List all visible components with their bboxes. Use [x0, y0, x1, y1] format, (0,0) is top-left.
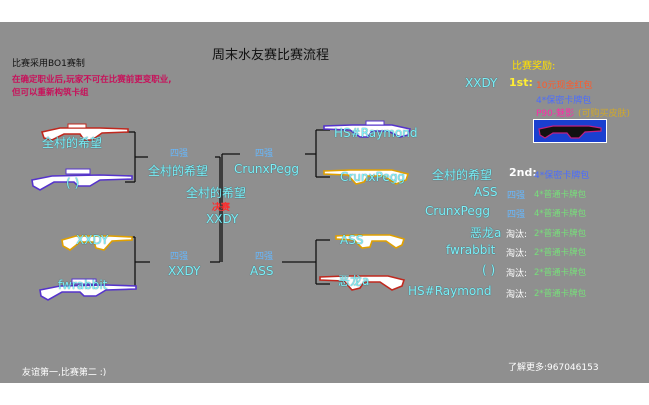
r1-player-6: CrunxPegg: [340, 170, 406, 184]
rifle-icon: [61, 235, 133, 251]
first-prize-skin: P90-魅影: [536, 109, 575, 119]
eliminated-player-4: HS#Raymond: [408, 284, 492, 298]
final-label: 决赛: [212, 203, 231, 213]
elim-prize-3: 2*普通卡牌包: [534, 268, 587, 278]
rewards-title: 比赛奖励:: [512, 61, 556, 72]
elim-label-2: 淘汰:: [506, 249, 528, 259]
final-player-1: 全村的希望: [186, 186, 247, 200]
rifle-icon: [335, 234, 406, 249]
rifle-icon: [323, 169, 410, 185]
first-place-label: 1st:: [509, 76, 533, 89]
second-place-label: 2nd:: [509, 166, 537, 179]
r1-player-2: ( ): [66, 176, 80, 190]
semi-player-1: 全村的希望: [148, 164, 209, 178]
semifinalist-prize-1: 4*普通卡牌包: [534, 190, 587, 200]
first-place-player: XXDY: [465, 76, 498, 90]
semifinalist-tag-1: 四强: [507, 191, 526, 201]
sniper-rifle-icon: [31, 168, 133, 191]
elim-prize-2: 2*普通卡牌包: [534, 248, 587, 258]
semifinalist-2: CrunxPegg: [425, 204, 491, 218]
rifle-icon: [319, 275, 406, 291]
eliminated-player-3: ( ): [482, 263, 496, 277]
bracket-lines: [125, 129, 330, 288]
first-prize-cards: 4*保密卡牌包: [536, 96, 592, 106]
semi-player-4: ASS: [250, 264, 274, 278]
r1-player-1: 全村的希望: [42, 136, 103, 150]
footer-slogan: 友谊第一,比赛第二 :): [22, 368, 107, 378]
round-tag: 四强: [255, 149, 274, 159]
page-title: 周末水友赛比赛流程: [212, 48, 330, 63]
r1-player-5: HS#Raymond: [334, 126, 418, 140]
round-tag: 四强: [170, 252, 189, 262]
elim-prize-4: 2*普通卡牌包: [534, 289, 587, 299]
r1-player-8: 恶龙a: [338, 274, 370, 288]
semi-player-3: CrunxPegg: [234, 162, 300, 176]
elim-label-4: 淘汰:: [506, 290, 528, 300]
rifle-icon: [323, 120, 412, 138]
footer-contact: 了解更多:967046153: [508, 363, 599, 373]
p90-skin-icon: [533, 119, 607, 143]
second-prize: 4*保密卡牌包: [534, 171, 590, 181]
semi-player-2: XXDY: [168, 264, 201, 278]
elim-label-3: 淘汰:: [506, 269, 528, 279]
rifle-icon: [40, 123, 129, 141]
r1-player-3: XXDY: [76, 233, 109, 247]
r1-player-4: fwrabbit: [58, 278, 108, 292]
elim-prize-1: 2*普通卡牌包: [534, 229, 587, 239]
warning-line-1: 在确定职业后,玩家不可在比赛前更变职业,: [12, 75, 172, 85]
final-player-2: XXDY: [206, 212, 239, 226]
semifinalist-1: ASS: [474, 185, 498, 199]
sniper-rifle-icon: [39, 278, 137, 301]
semifinalist-tag-2: 四强: [507, 210, 526, 220]
eliminated-player-1: 恶龙a: [470, 226, 502, 240]
elim-label-1: 淘汰:: [506, 230, 528, 240]
eliminated-player-2: fwrabbit: [446, 243, 496, 257]
rule-text: 比赛采用BO1赛制: [12, 59, 85, 69]
first-prize-skin-note: (可购买皮肤): [578, 109, 631, 119]
second-place-player: 全村的希望: [432, 168, 493, 182]
warning-line-2: 但可以重新构筑卡组: [12, 88, 89, 98]
r1-player-7: ASS: [340, 233, 364, 247]
semifinalist-prize-2: 4*普通卡牌包: [534, 209, 587, 219]
first-prize-cash: 10元现金红包: [536, 81, 593, 91]
tournament-board: 周末水友赛比赛流程 比赛采用BO1赛制 在确定职业后,玩家不可在比赛前更变职业,…: [0, 22, 649, 383]
round-tag: 四强: [170, 149, 189, 159]
round-tag: 四强: [255, 252, 274, 262]
